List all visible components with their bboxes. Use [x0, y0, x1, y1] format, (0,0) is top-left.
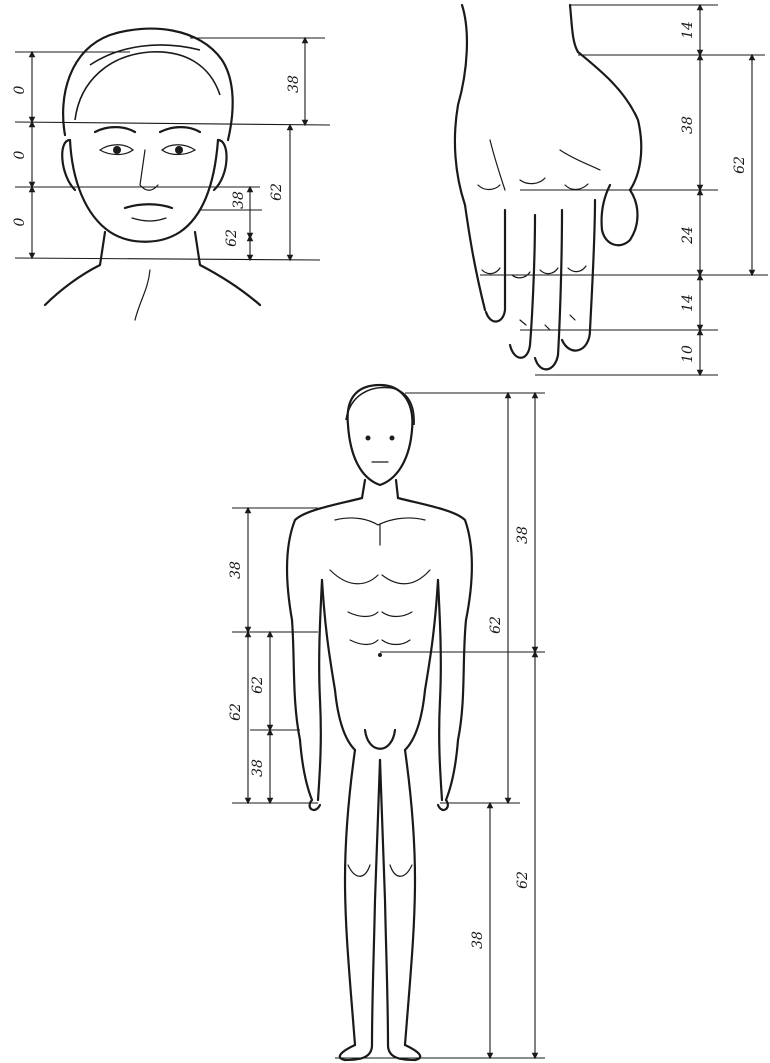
head-left-label-2: 0 [12, 150, 28, 159]
body-right-label-38-top: 38 [515, 526, 531, 544]
hand-label-14: 14 [680, 294, 696, 312]
hand-labels: 14 38 24 14 10 62 [680, 21, 748, 363]
hand-label-24: 24 [680, 226, 696, 245]
head-inner-label-38: 38 [231, 191, 247, 209]
hand-label-14-top: 14 [680, 21, 696, 39]
body-panel: 38 62 62 38 38 62 62 38 [228, 385, 545, 1060]
head-left-label-1: 0 [12, 85, 28, 94]
head-left-label-3: 0 [12, 217, 28, 226]
head-drawing [45, 29, 260, 320]
head-inner-label-62: 62 [224, 229, 240, 247]
hand-panel: 14 38 24 14 10 62 [455, 5, 768, 375]
body-right-label-62-lower: 62 [515, 871, 531, 889]
body-left-label-38-inner: 38 [250, 759, 266, 777]
body-right-label-38-bottom: 38 [470, 931, 486, 949]
hand-guides [480, 5, 768, 375]
head-labels: 0 0 0 38 62 38 62 [12, 75, 302, 247]
body-left-label-62-inner: 62 [250, 676, 266, 694]
head-right-label-38: 38 [286, 75, 302, 93]
hand-label-62: 62 [732, 156, 748, 174]
body-right-label-62-upper: 62 [488, 616, 504, 634]
body-left-label-62-outer: 62 [228, 703, 244, 721]
hand-drawing [455, 5, 641, 369]
hand-label-38: 38 [680, 116, 696, 134]
hand-label-10: 10 [680, 345, 696, 363]
head-panel: 0 0 0 38 62 38 62 [12, 29, 330, 320]
head-right-label-62: 62 [269, 183, 285, 201]
body-labels: 38 62 62 38 38 62 62 38 [228, 526, 531, 949]
body-left-label-38: 38 [228, 561, 244, 579]
body-drawing [287, 385, 472, 1060]
body-guides [232, 393, 545, 1058]
